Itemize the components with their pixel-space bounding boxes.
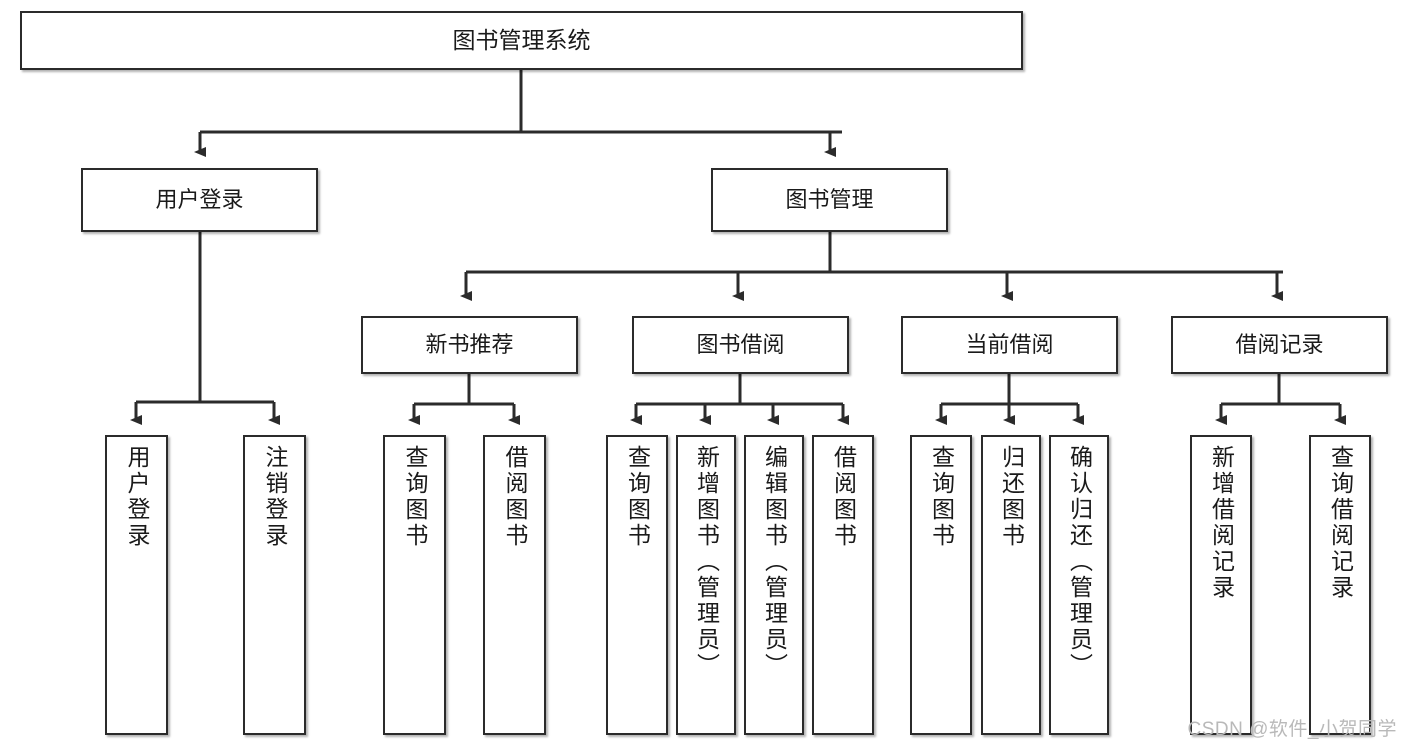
node-label: 借阅记录 xyxy=(1235,332,1324,358)
node-leaf-confirm-return[interactable]: 确认归还（管理员） xyxy=(1049,435,1109,735)
node-book-management[interactable]: 图书管理 xyxy=(711,168,948,232)
node-label: 查询借阅记录 xyxy=(1327,445,1354,601)
node-label: 图书管理 xyxy=(785,187,874,213)
node-leaf-query-record[interactable]: 查询借阅记录 xyxy=(1309,435,1371,735)
node-label: 新增借阅记录 xyxy=(1208,445,1235,601)
node-leaf-query-book-2[interactable]: 查询图书 xyxy=(606,435,668,735)
node-label: 当前借阅 xyxy=(965,332,1054,358)
node-label: 借阅图书 xyxy=(502,445,528,549)
csdn-watermark: CSDN @软件_小贺同学 xyxy=(1187,719,1397,740)
node-label: 确认归还（管理员） xyxy=(1066,445,1093,679)
node-label: 图书管理系统 xyxy=(452,26,591,53)
node-user-login[interactable]: 用户登录 xyxy=(81,168,318,232)
node-label: 查询图书 xyxy=(624,445,651,549)
node-leaf-user-login[interactable]: 用户登录 xyxy=(105,435,168,735)
node-leaf-return-book[interactable]: 归还图书 xyxy=(981,435,1041,735)
node-leaf-query-book-1[interactable]: 查询图书 xyxy=(383,435,446,735)
node-new-book-recommend[interactable]: 新书推荐 xyxy=(361,316,578,374)
node-leaf-edit-book[interactable]: 编辑图书（管理员） xyxy=(744,435,804,735)
node-label: 注销登录 xyxy=(262,445,288,549)
node-label: 查询图书 xyxy=(928,445,955,549)
node-book-borrow[interactable]: 图书借阅 xyxy=(632,316,849,374)
node-label: 借阅图书 xyxy=(830,445,857,549)
node-root-system[interactable]: 图书管理系统 xyxy=(20,11,1023,70)
node-label: 新书推荐 xyxy=(425,332,514,358)
node-label: 编辑图书（管理员） xyxy=(761,445,788,679)
node-label: 用户登录 xyxy=(155,187,244,213)
node-label: 图书借阅 xyxy=(696,332,785,358)
node-leaf-logout[interactable]: 注销登录 xyxy=(243,435,306,735)
node-label: 新增图书（管理员） xyxy=(693,445,720,679)
node-leaf-add-record[interactable]: 新增借阅记录 xyxy=(1190,435,1252,735)
node-label: 用户登录 xyxy=(124,445,150,549)
node-leaf-borrow-book-1[interactable]: 借阅图书 xyxy=(483,435,546,735)
node-label: 查询图书 xyxy=(402,445,428,549)
node-label: 归还图书 xyxy=(998,445,1025,549)
node-leaf-query-book-3[interactable]: 查询图书 xyxy=(910,435,972,735)
node-leaf-add-book[interactable]: 新增图书（管理员） xyxy=(676,435,736,735)
node-borrow-record[interactable]: 借阅记录 xyxy=(1171,316,1388,374)
node-leaf-borrow-book-2[interactable]: 借阅图书 xyxy=(812,435,874,735)
node-current-borrow[interactable]: 当前借阅 xyxy=(901,316,1118,374)
